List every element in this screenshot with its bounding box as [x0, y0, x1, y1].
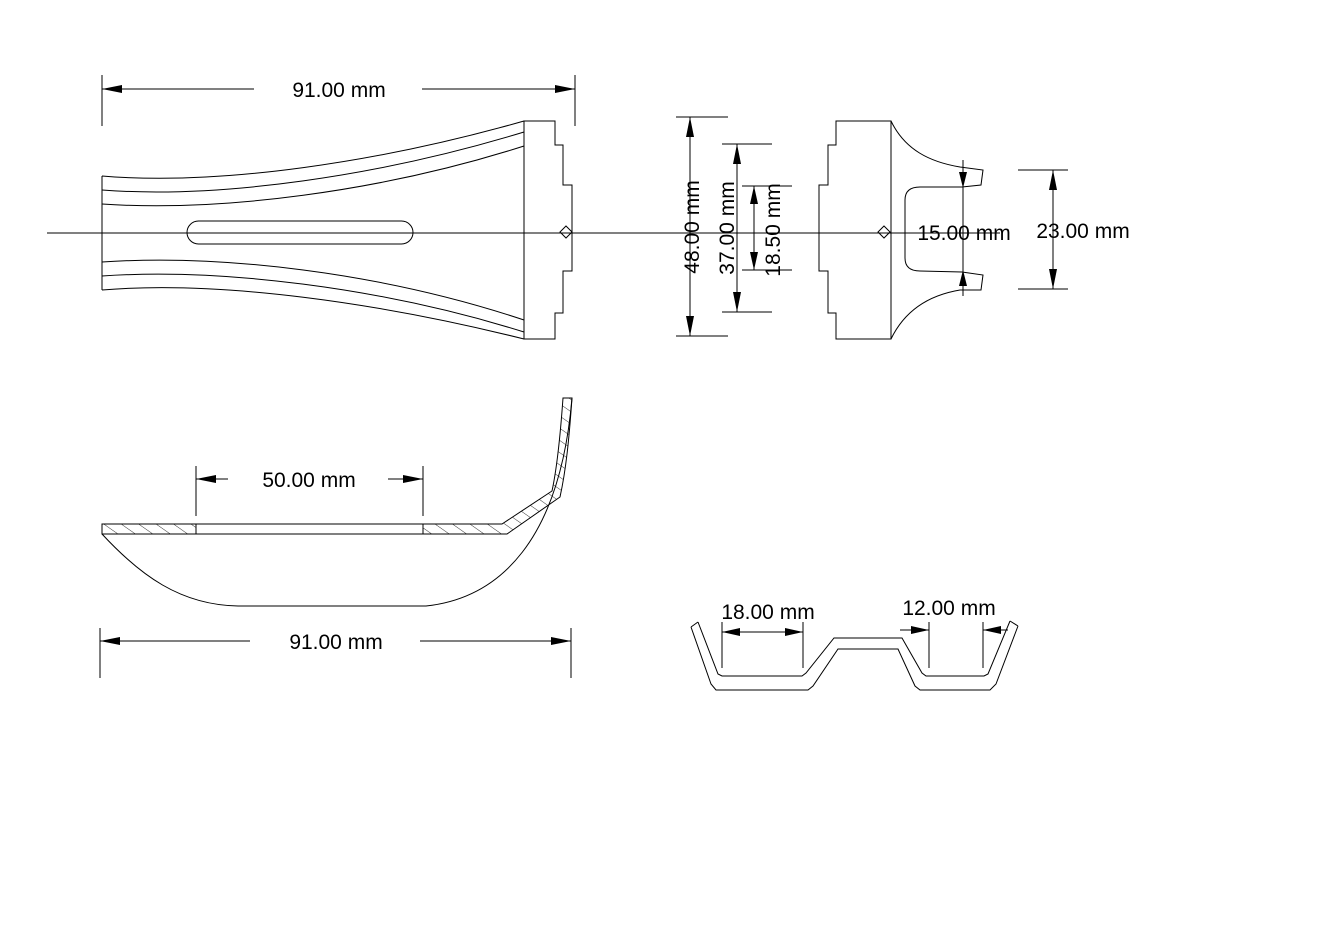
- dimension-fork-outer: 23.00 mm: [1018, 169, 1130, 290]
- slot: [186, 220, 414, 245]
- side-view: 50.00 mm 91.00 mm: [99, 397, 573, 678]
- dimension-side-flat: 50.00 mm: [195, 466, 424, 516]
- cross-section: 18.00 mm 12.00 mm: [690, 597, 1019, 691]
- diamond-marker: [559, 225, 573, 239]
- dimension-fork-inner: 15.00 mm: [917, 160, 1011, 296]
- cross-section-outer: [690, 625, 1019, 691]
- dim-label-side-length: 91.00 mm: [289, 631, 382, 654]
- dimension-end-height-outer: 48.00 mm: [676, 116, 728, 337]
- dimension-top-length: 91.00 mm: [101, 75, 576, 126]
- side-view-bottom-curve: [101, 397, 573, 607]
- end-view: 48.00 mm 37.00 mm 18.50 mm 15.00 mm: [676, 116, 1130, 340]
- dim-label-section-left: 18.00 mm: [721, 601, 814, 624]
- side-view-flat-segment: [196, 524, 423, 534]
- top-view: 91.00 mm: [47, 75, 1000, 340]
- end-diamond-marker: [877, 225, 891, 239]
- side-view-hatched-wall: [101, 397, 573, 535]
- dimension-section-right: 12.00 mm: [900, 597, 1008, 668]
- dim-label-end-height-mid: 37.00 mm: [716, 181, 739, 274]
- fork-arms: [890, 120, 984, 340]
- dim-label-fork-outer: 23.00 mm: [1036, 220, 1129, 243]
- top-view-outline: [101, 120, 525, 340]
- dim-label-end-height-outer: 48.00 mm: [681, 180, 704, 273]
- dimension-end-height-inner: 18.50 mm: [742, 183, 792, 277]
- dim-label-end-height-inner: 18.50 mm: [762, 183, 785, 276]
- cross-section-inner: [697, 620, 1011, 677]
- top-view-inner-lines: [101, 131, 525, 333]
- dimension-end-height-mid: 37.00 mm: [716, 143, 772, 313]
- dim-label-side-flat: 50.00 mm: [262, 469, 355, 492]
- dimension-side-length: 91.00 mm: [99, 628, 572, 678]
- stepped-end-block: [523, 120, 573, 340]
- dim-label-section-right: 12.00 mm: [902, 597, 995, 620]
- dimension-section-left: 18.00 mm: [721, 601, 815, 668]
- dim-label-top-length: 91.00 mm: [292, 79, 385, 102]
- dim-label-fork-inner: 15.00 mm: [917, 222, 1010, 245]
